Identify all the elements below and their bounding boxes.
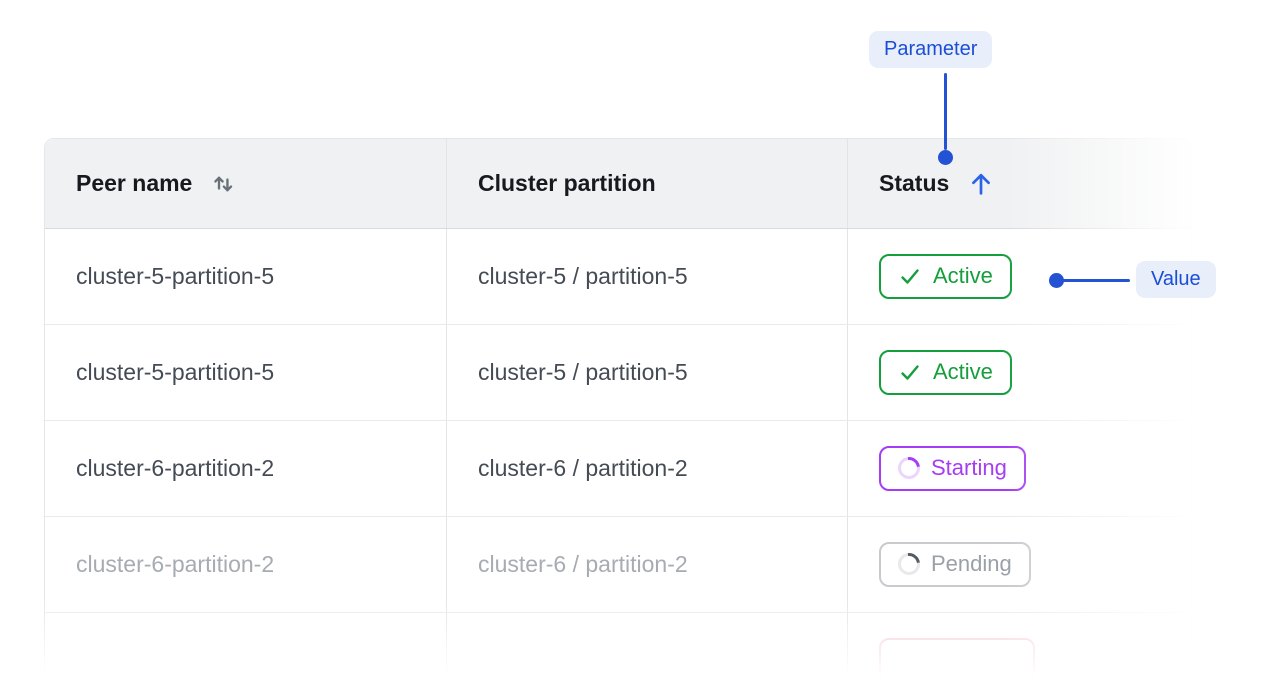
- cell-cluster-partition: cluster-5 / partition-5: [447, 229, 848, 324]
- column-header-status[interactable]: Status: [848, 139, 1191, 228]
- column-header-cluster-partition-label: Cluster partition: [478, 170, 656, 196]
- value-connector-line: [1057, 279, 1130, 282]
- cell-peer-name: [45, 613, 447, 688]
- table-row: cluster-6-partition-2 cluster-6 / partit…: [45, 421, 1191, 517]
- column-header-cluster-partition[interactable]: Cluster partition: [447, 139, 848, 228]
- cell-cluster-partition: [447, 613, 848, 688]
- cell-status: Active: [848, 229, 1191, 324]
- parameter-annotation-chip: Parameter: [869, 31, 993, 68]
- spinner-icon: [893, 549, 925, 580]
- status-badge-failed: [879, 638, 1035, 683]
- parameter-connector-dot: [938, 150, 953, 165]
- cell-peer-name: cluster-5-partition-5: [45, 325, 447, 420]
- cell-peer-name: cluster-6-partition-2: [45, 421, 447, 516]
- status-badge-pending: Pending: [879, 542, 1031, 587]
- table-row: cluster-6-partition-2 cluster-6 / partit…: [45, 517, 1191, 613]
- column-header-peer-name[interactable]: Peer name: [45, 139, 447, 228]
- cell-cluster-partition: cluster-6 / partition-2: [447, 421, 848, 516]
- status-badge-label: Starting: [931, 455, 1007, 481]
- status-badge-active: Active: [879, 254, 1012, 299]
- cell-peer-name: cluster-6-partition-2: [45, 517, 447, 612]
- cell-peer-name: cluster-5-partition-5: [45, 229, 447, 324]
- table-row: cluster-5-partition-5 cluster-5 / partit…: [45, 229, 1191, 325]
- sort-both-icon[interactable]: [210, 170, 237, 198]
- spinner-icon: [893, 453, 925, 484]
- value-annotation-chip: Value: [1136, 261, 1216, 298]
- cell-status: Pending: [848, 517, 1191, 612]
- status-badge-starting: Starting: [879, 446, 1026, 491]
- value-connector-dot: [1049, 273, 1064, 288]
- cell-status: Starting: [848, 421, 1191, 516]
- status-badge-label: Active: [933, 263, 993, 289]
- check-icon: [898, 360, 922, 384]
- cell-cluster-partition: cluster-6 / partition-2: [447, 517, 848, 612]
- status-badge-active: Active: [879, 350, 1012, 395]
- table-header-row: Peer name Cluster partition Status: [45, 139, 1191, 229]
- table-row: cluster-5-partition-5 cluster-5 / partit…: [45, 325, 1191, 421]
- status-badge-label: Pending: [931, 551, 1012, 577]
- cell-status: Active: [848, 325, 1191, 420]
- peers-table: Peer name Cluster partition Status: [44, 138, 1192, 688]
- cell-status: [848, 613, 1191, 688]
- parameter-connector-line: [944, 73, 947, 150]
- table-row: [45, 613, 1191, 688]
- arrow-up-icon[interactable]: [967, 169, 995, 199]
- check-icon: [898, 264, 922, 288]
- status-badge-label: Active: [933, 359, 993, 385]
- cell-cluster-partition: cluster-5 / partition-5: [447, 325, 848, 420]
- column-header-peer-name-label: Peer name: [76, 170, 193, 196]
- column-header-status-label: Status: [879, 170, 950, 196]
